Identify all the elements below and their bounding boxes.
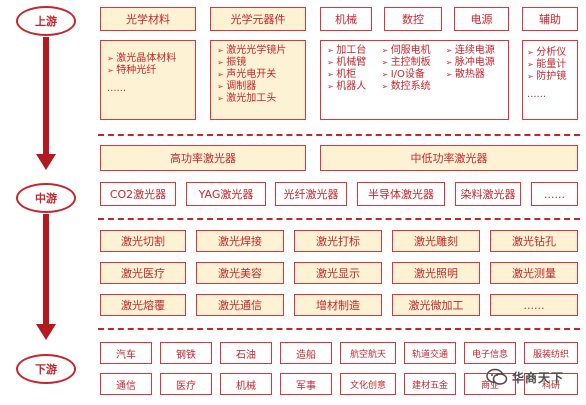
industry-culture: 文化创意 xyxy=(340,373,396,395)
optical-materials-list: 激光晶体材料 特种光纤 ...... xyxy=(100,40,196,120)
divider-lower xyxy=(98,328,580,330)
list-item: 调制器 xyxy=(217,81,299,93)
arrow-head-lower xyxy=(36,324,56,340)
list-item: 激光加工头 xyxy=(217,93,299,105)
app-beauty: 激光美容 xyxy=(196,262,284,284)
laser-fiber: 光纤激光器 xyxy=(275,182,347,206)
industry-machinery: 机械 xyxy=(220,373,272,395)
industry-shipbuilding: 造船 xyxy=(280,342,332,364)
app-communication: 激光通信 xyxy=(196,294,284,316)
laser-more: ...... xyxy=(531,182,578,206)
industry-steel: 钢铁 xyxy=(160,342,212,364)
list-item: 声光电开关 xyxy=(217,69,299,81)
mechanical-list: 加工台 机械臂 机柜 机器人 xyxy=(327,45,381,93)
list-item: 振镜 xyxy=(217,57,299,69)
app-measurement: 激光测量 xyxy=(490,262,578,284)
stage-downstream: 下游 xyxy=(16,354,76,384)
laser-co2: CO2激光器 xyxy=(100,182,176,206)
mech-cnc-power-box: 加工台 机械臂 机柜 机器人 伺服电机 主控制板 I/O设备 数控系统 连续电源… xyxy=(320,40,509,120)
laser-yag: YAG激光器 xyxy=(186,182,266,206)
auxiliary-list: 分析仪 能量计 防护镜 ...... xyxy=(522,40,578,120)
app-drilling: 激光钻孔 xyxy=(490,230,578,252)
industry-building: 建材五金 xyxy=(404,373,456,395)
industry-auto: 汽车 xyxy=(100,342,152,364)
industry-medical: 医疗 xyxy=(160,373,212,395)
laser-dye: 染料激光器 xyxy=(455,182,521,206)
app-display: 激光显示 xyxy=(294,262,382,284)
cnc-list: 伺服电机 主控制板 I/O设备 数控系统 xyxy=(381,45,445,93)
category-high-power: 高功率激光器 xyxy=(100,145,306,171)
category-low-mid-power: 中低功率激光器 xyxy=(320,145,578,171)
divider-middle xyxy=(98,218,580,220)
list-item: 连续电源 xyxy=(446,45,502,57)
divider-upper xyxy=(98,134,580,136)
industry-petroleum: 石油 xyxy=(220,342,272,364)
industry-rail: 轨道交通 xyxy=(404,342,456,364)
list-more: ...... xyxy=(107,83,127,94)
app-engraving: 激光雕刻 xyxy=(392,230,480,252)
header-optical-components: 光学元器件 xyxy=(210,7,306,31)
app-micromachining: 激光微加工 xyxy=(392,294,480,316)
list-item: 脉冲电源 xyxy=(446,57,502,69)
app-marking: 激光打标 xyxy=(294,230,382,252)
flow-arrows xyxy=(36,37,56,340)
app-cladding: 激光熔覆 xyxy=(100,294,186,316)
list-item: 数控系统 xyxy=(381,81,445,93)
list-more: ...... xyxy=(527,89,547,100)
app-medical: 激光医疗 xyxy=(100,262,186,284)
arrow-head-upper xyxy=(36,154,56,170)
stage-midstream: 中游 xyxy=(16,183,76,213)
list-item: 激光晶体材料 xyxy=(107,53,189,65)
list-item: 机械臂 xyxy=(327,57,381,69)
header-optical-materials: 光学材料 xyxy=(100,7,196,31)
stage-upstream: 上游 xyxy=(16,6,76,36)
list-item: 特种光纤 xyxy=(107,65,189,77)
industry-electronics: 电子信息 xyxy=(464,342,516,364)
header-auxiliary: 辅助 xyxy=(522,7,578,31)
list-item: 防护镜 xyxy=(527,71,566,83)
list-item: 机柜 xyxy=(327,69,381,81)
watermark-text: 华商天下 xyxy=(512,370,565,385)
list-item: 伺服电机 xyxy=(381,45,445,57)
laser-semiconductor: 半导体激光器 xyxy=(357,182,445,206)
list-item: 加工台 xyxy=(327,45,381,57)
header-cnc: 数控 xyxy=(384,7,442,31)
app-additive: 增材制造 xyxy=(294,294,382,316)
optical-components-list: 激光光学镜片 振镜 声光电开关 调制器 激光加工头 xyxy=(210,40,306,120)
list-item: 散热器 xyxy=(446,69,502,81)
app-more: ...... xyxy=(490,294,578,316)
app-welding: 激光焊接 xyxy=(196,230,284,252)
industry-research: 科研 xyxy=(524,373,578,395)
wechat-icon xyxy=(486,368,508,385)
list-item: I/O设备 xyxy=(381,69,445,81)
industry-telecom: 通信 xyxy=(100,373,152,395)
industry-aerospace: 航空航天 xyxy=(340,342,396,364)
list-item: 激光光学镜片 xyxy=(217,45,299,57)
list-item: 主控制板 xyxy=(381,57,445,69)
power-list: 连续电源 脉冲电源 散热器 xyxy=(446,45,502,81)
list-item: 机器人 xyxy=(327,81,381,93)
industry-textile: 服装纺织 xyxy=(524,342,578,364)
app-cutting: 激光切割 xyxy=(100,230,186,252)
watermark: 华商天下 xyxy=(486,364,582,390)
header-mechanical: 机械 xyxy=(320,7,372,31)
app-lighting: 激光照明 xyxy=(392,262,480,284)
list-item: 能量计 xyxy=(527,59,566,71)
industry-military: 军事 xyxy=(280,373,332,395)
header-power: 电源 xyxy=(454,7,509,31)
list-item: 分析仪 xyxy=(527,47,566,59)
